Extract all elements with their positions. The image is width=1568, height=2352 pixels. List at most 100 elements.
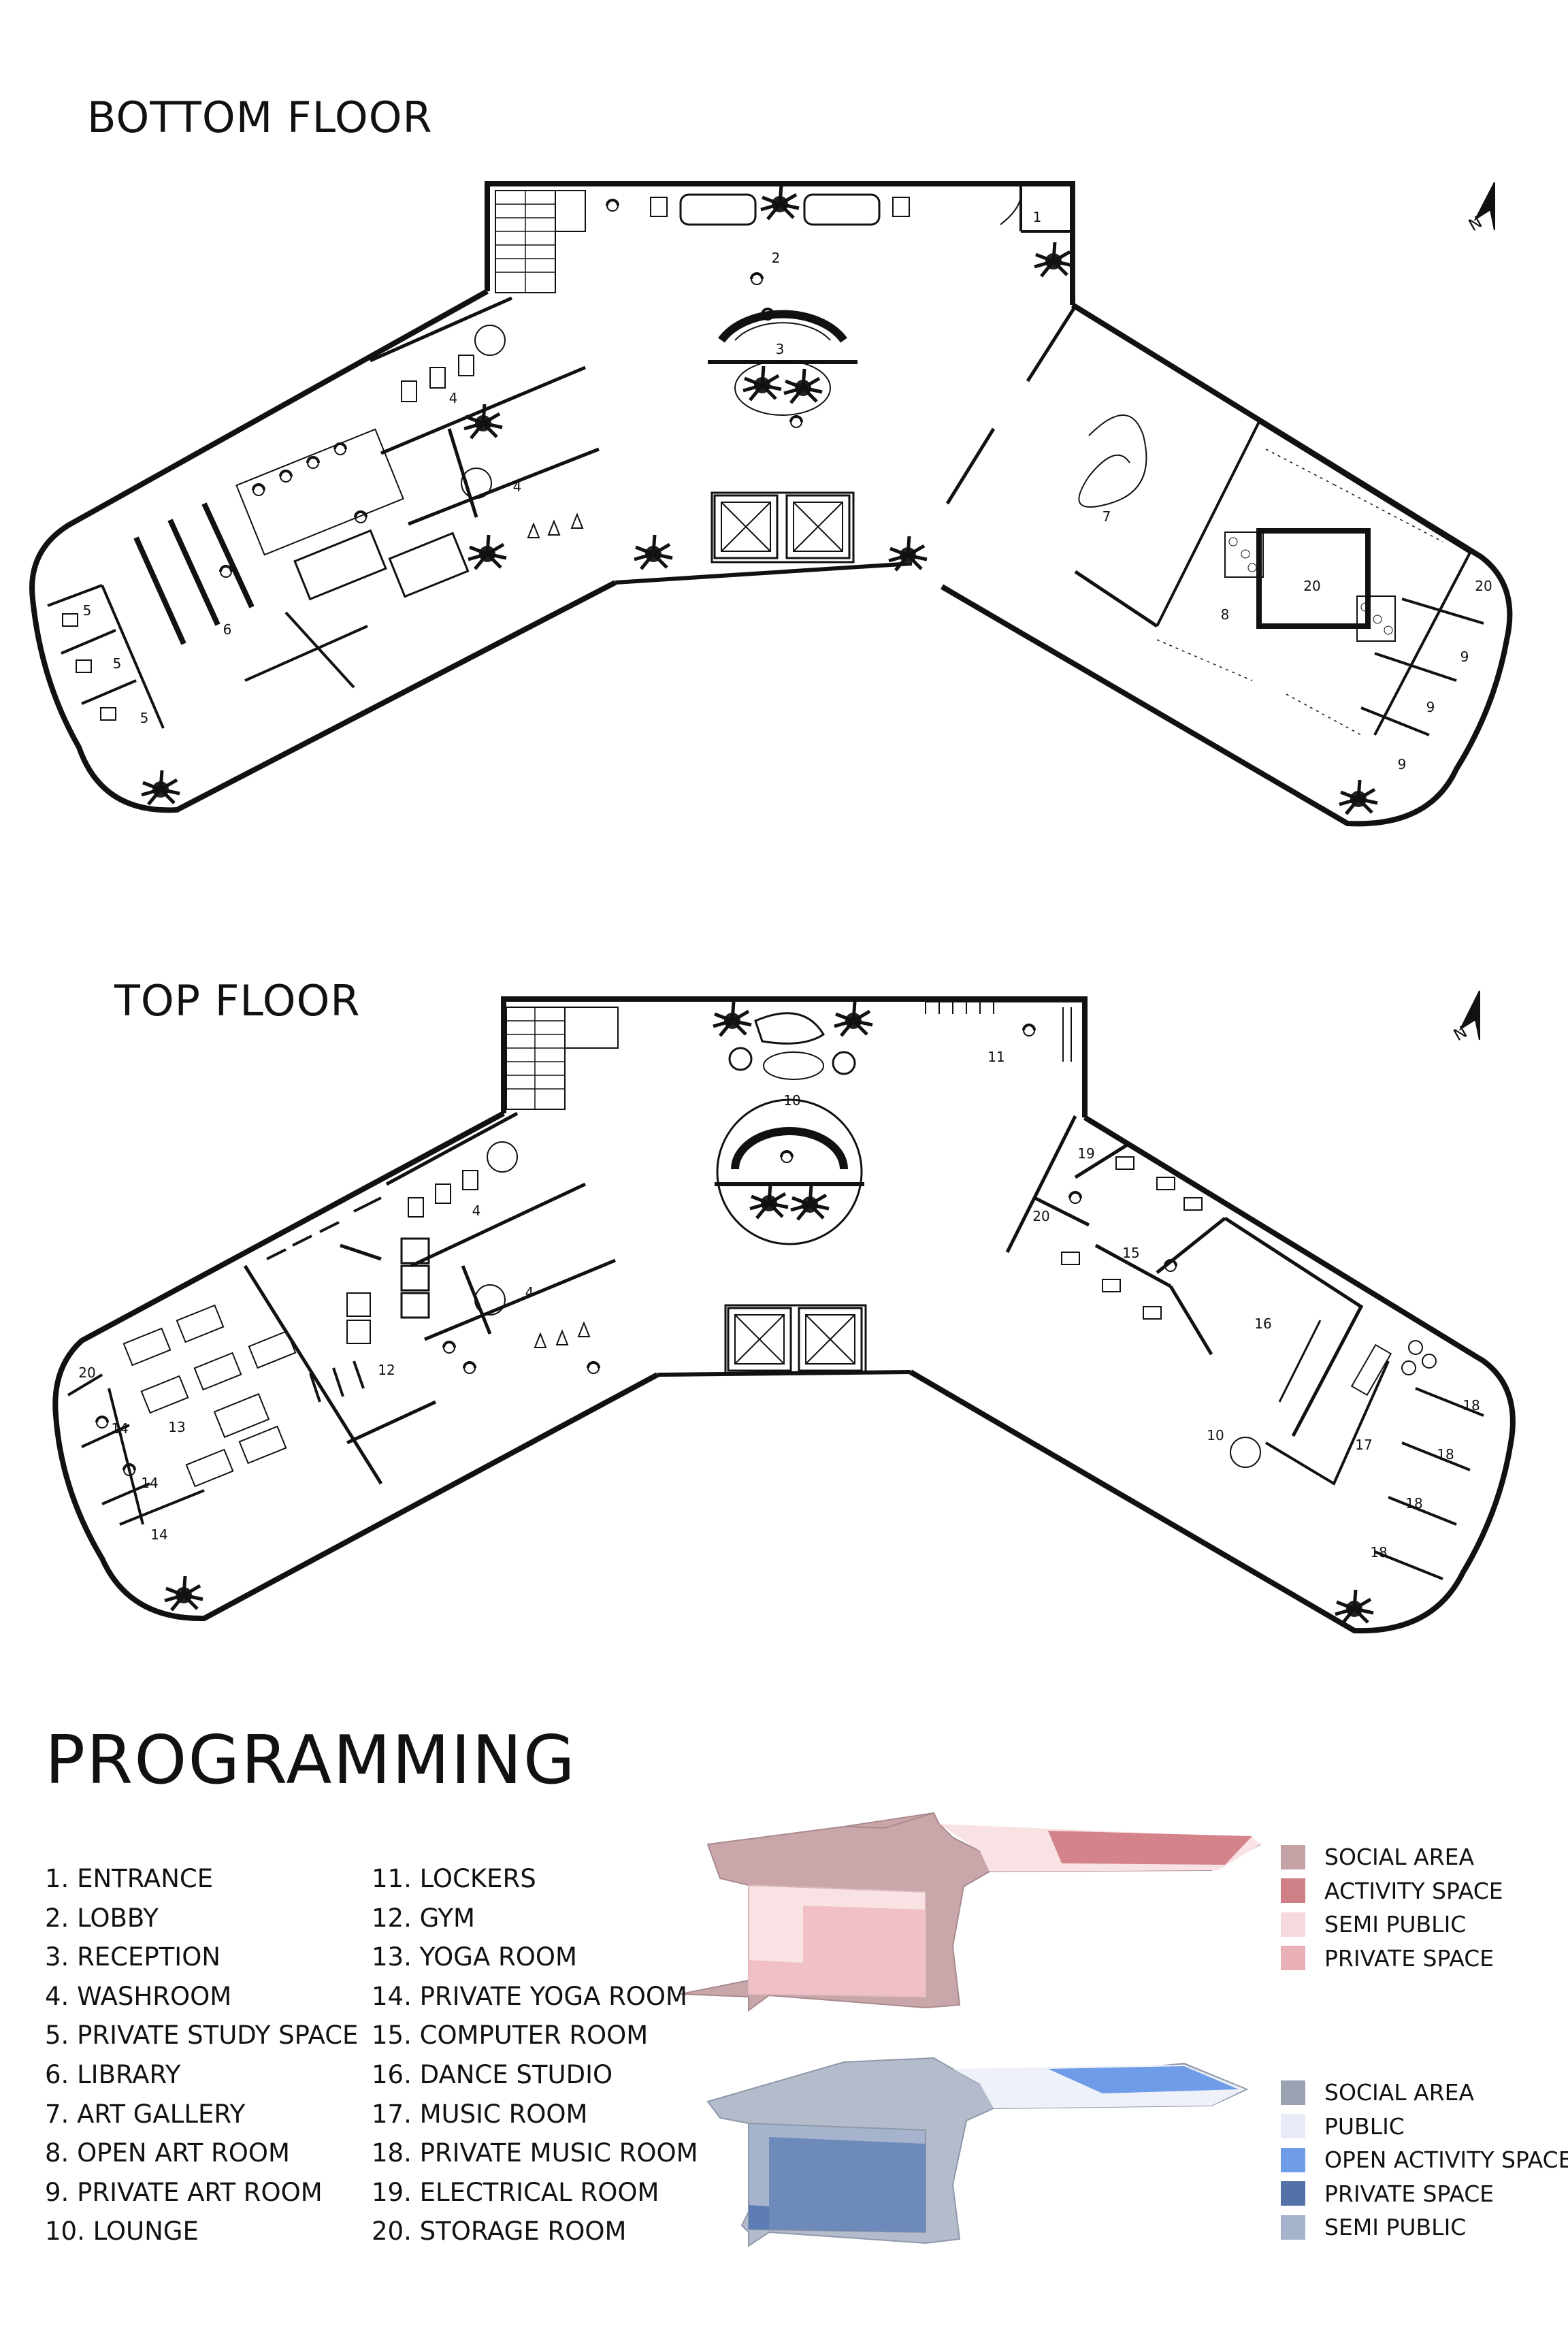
tf-num-18d: 18	[1370, 1544, 1387, 1561]
bottom-floor-zoning-diagram	[680, 1812, 1261, 2012]
bf-num-7: 7	[1102, 508, 1111, 525]
room-item: 19. ELECTRICAL ROOM	[372, 2177, 659, 2207]
room-item: 4. WASHROOM	[45, 1981, 232, 2011]
room-item: 18. PRIVATE MUSIC ROOM	[372, 2138, 698, 2168]
bf-num-5a: 5	[83, 602, 92, 619]
room-item: 3. RECEPTION	[45, 1942, 220, 1972]
room-item: 16. DANCE STUDIO	[372, 2059, 613, 2089]
legend-item: PRIVATE SPACE	[1281, 2177, 1568, 2211]
tf-num-17: 17	[1355, 1437, 1372, 1453]
room-item: 14. PRIVATE YOGA ROOM	[372, 1981, 687, 2011]
tf-num-11: 11	[987, 1049, 1004, 1065]
tf-num-13: 13	[168, 1419, 185, 1435]
legend-swatch	[1281, 1844, 1305, 1869]
legend-label: PUBLIC	[1324, 2112, 1405, 2140]
room-item: 13. YOGA ROOM	[372, 1942, 577, 1972]
legend-top-floor: SOCIAL AREA PUBLIC OPEN ACTIVITY SPACE P…	[1281, 2076, 1568, 2244]
legend-item: OPEN ACTIVITY SPACE	[1281, 2143, 1568, 2177]
bf-num-4b: 4	[513, 478, 522, 495]
legend-swatch	[1281, 2181, 1305, 2206]
room-item: 1. ENTRANCE	[45, 1864, 214, 1893]
tf-num-19: 19	[1077, 1145, 1094, 1162]
legend-label: SEMI PUBLIC	[1324, 1911, 1467, 1938]
room-item: 15. COMPUTER ROOM	[372, 2021, 649, 2051]
room-item: 7. ART GALLERY	[45, 2099, 246, 2129]
legend-label: SOCIAL AREA	[1324, 2079, 1475, 2106]
tf-num-20b: 20	[78, 1365, 95, 1381]
north-arrow-icon: N	[1465, 182, 1495, 235]
room-item: 9. PRIVATE ART ROOM	[45, 2177, 323, 2207]
room-item: 2. LOBBY	[45, 1903, 159, 1933]
top-floor-room-numbers: 10 11 12 13 14 14 14 15 16 17 18 18 18 1…	[78, 1049, 1480, 1561]
tf-num-4b: 4	[525, 1284, 534, 1301]
room-list-column-1: 1. ENTRANCE 2. LOBBY 3. RECEPTION 4. WAS…	[45, 1859, 358, 2251]
bf-num-9a: 9	[1460, 649, 1469, 665]
legend-item: SEMI PUBLIC	[1281, 1908, 1503, 1942]
room-item: 6. LIBRARY	[45, 2059, 181, 2089]
legend-label: ACTIVITY SPACE	[1324, 1877, 1503, 1904]
room-item: 8. OPEN ART ROOM	[45, 2138, 290, 2168]
legend-label: SOCIAL AREA	[1324, 1844, 1475, 1871]
top-floor-plan	[52, 996, 1516, 1634]
bottom-floor-plan	[29, 181, 1513, 827]
room-item: 11. LOCKERS	[372, 1864, 536, 1893]
north-arrow-icon-top: N	[1450, 990, 1480, 1045]
room-item: 17. MUSIC ROOM	[372, 2099, 588, 2129]
legend-item: ACTIVITY SPACE	[1281, 1874, 1503, 1908]
legend-item: SEMI PUBLIC	[1281, 2210, 1568, 2244]
north-label-top: N	[1450, 1022, 1471, 1045]
bf-num-3: 3	[776, 341, 785, 357]
legend-label: PRIVATE SPACE	[1324, 2180, 1494, 2207]
legend-label: OPEN ACTIVITY SPACE	[1324, 2146, 1568, 2174]
tf-num-14c: 14	[150, 1526, 167, 1543]
legend-item: SOCIAL AREA	[1281, 2076, 1568, 2110]
legend-item: PUBLIC	[1281, 2110, 1568, 2144]
legend-swatch	[1281, 1912, 1305, 1937]
tf-num-18a: 18	[1463, 1397, 1480, 1414]
bf-num-1: 1	[1033, 209, 1042, 225]
tf-num-16: 16	[1254, 1316, 1271, 1332]
legend-item: PRIVATE SPACE	[1281, 1942, 1503, 1976]
legend-swatch	[1281, 1878, 1305, 1904]
legend-swatch	[1281, 2080, 1305, 2105]
top-floor-title: TOP FLOOR	[114, 976, 361, 1026]
bf-num-20a: 20	[1303, 578, 1320, 594]
bf-num-9b: 9	[1426, 699, 1435, 715]
tf-num-20a: 20	[1032, 1208, 1049, 1224]
bf-num-5c: 5	[140, 710, 149, 726]
legend-bottom-floor: SOCIAL AREA ACTIVITY SPACE SEMI PUBLIC P…	[1281, 1840, 1503, 1975]
bf-num-8: 8	[1221, 606, 1230, 623]
bf-num-5b: 5	[113, 655, 122, 672]
room-item: 5. PRIVATE STUDY SPACE	[45, 2021, 359, 2051]
room-list-column-2: 11. LOCKERS 12. GYM 13. YOGA ROOM 14. PR…	[372, 1859, 698, 2251]
top-floor-zoning-diagram	[706, 2057, 1249, 2247]
legend-label: SEMI PUBLIC	[1324, 2214, 1467, 2241]
tf-num-10a: 10	[783, 1092, 800, 1109]
room-item: 10. LOUNGE	[45, 2217, 199, 2247]
tf-num-15: 15	[1122, 1245, 1139, 1261]
bottom-floor-room-numbers: 1 2 3 4 4 5 5 5 6 7 8 9 9 9 20 20	[83, 209, 1492, 772]
tf-num-14a: 14	[111, 1420, 128, 1437]
bf-num-2: 2	[772, 250, 781, 266]
tf-num-18c: 18	[1405, 1495, 1422, 1512]
room-item: 12. GYM	[372, 1903, 475, 1933]
bf-num-9c: 9	[1398, 756, 1407, 772]
legend-item: SOCIAL AREA	[1281, 1840, 1503, 1874]
tf-num-4a: 4	[472, 1203, 481, 1219]
tf-num-12: 12	[378, 1362, 395, 1378]
bottom-floor-title: BOTTOM FLOOR	[87, 93, 433, 142]
room-item: 20. STORAGE ROOM	[372, 2217, 627, 2247]
programming-title: PROGRAMMING	[45, 1722, 576, 1799]
north-label: N	[1465, 212, 1486, 235]
legend-swatch	[1281, 2215, 1305, 2240]
legend-swatch	[1281, 2147, 1305, 2172]
legend-label: PRIVATE SPACE	[1324, 1944, 1494, 1972]
tf-num-10b: 10	[1207, 1427, 1224, 1443]
bf-num-6: 6	[223, 621, 232, 638]
legend-swatch	[1281, 1946, 1305, 1971]
bf-num-20b: 20	[1475, 578, 1492, 594]
tf-num-18b: 18	[1437, 1446, 1454, 1463]
bf-num-4a: 4	[449, 390, 458, 406]
tf-num-14b: 14	[141, 1475, 158, 1491]
